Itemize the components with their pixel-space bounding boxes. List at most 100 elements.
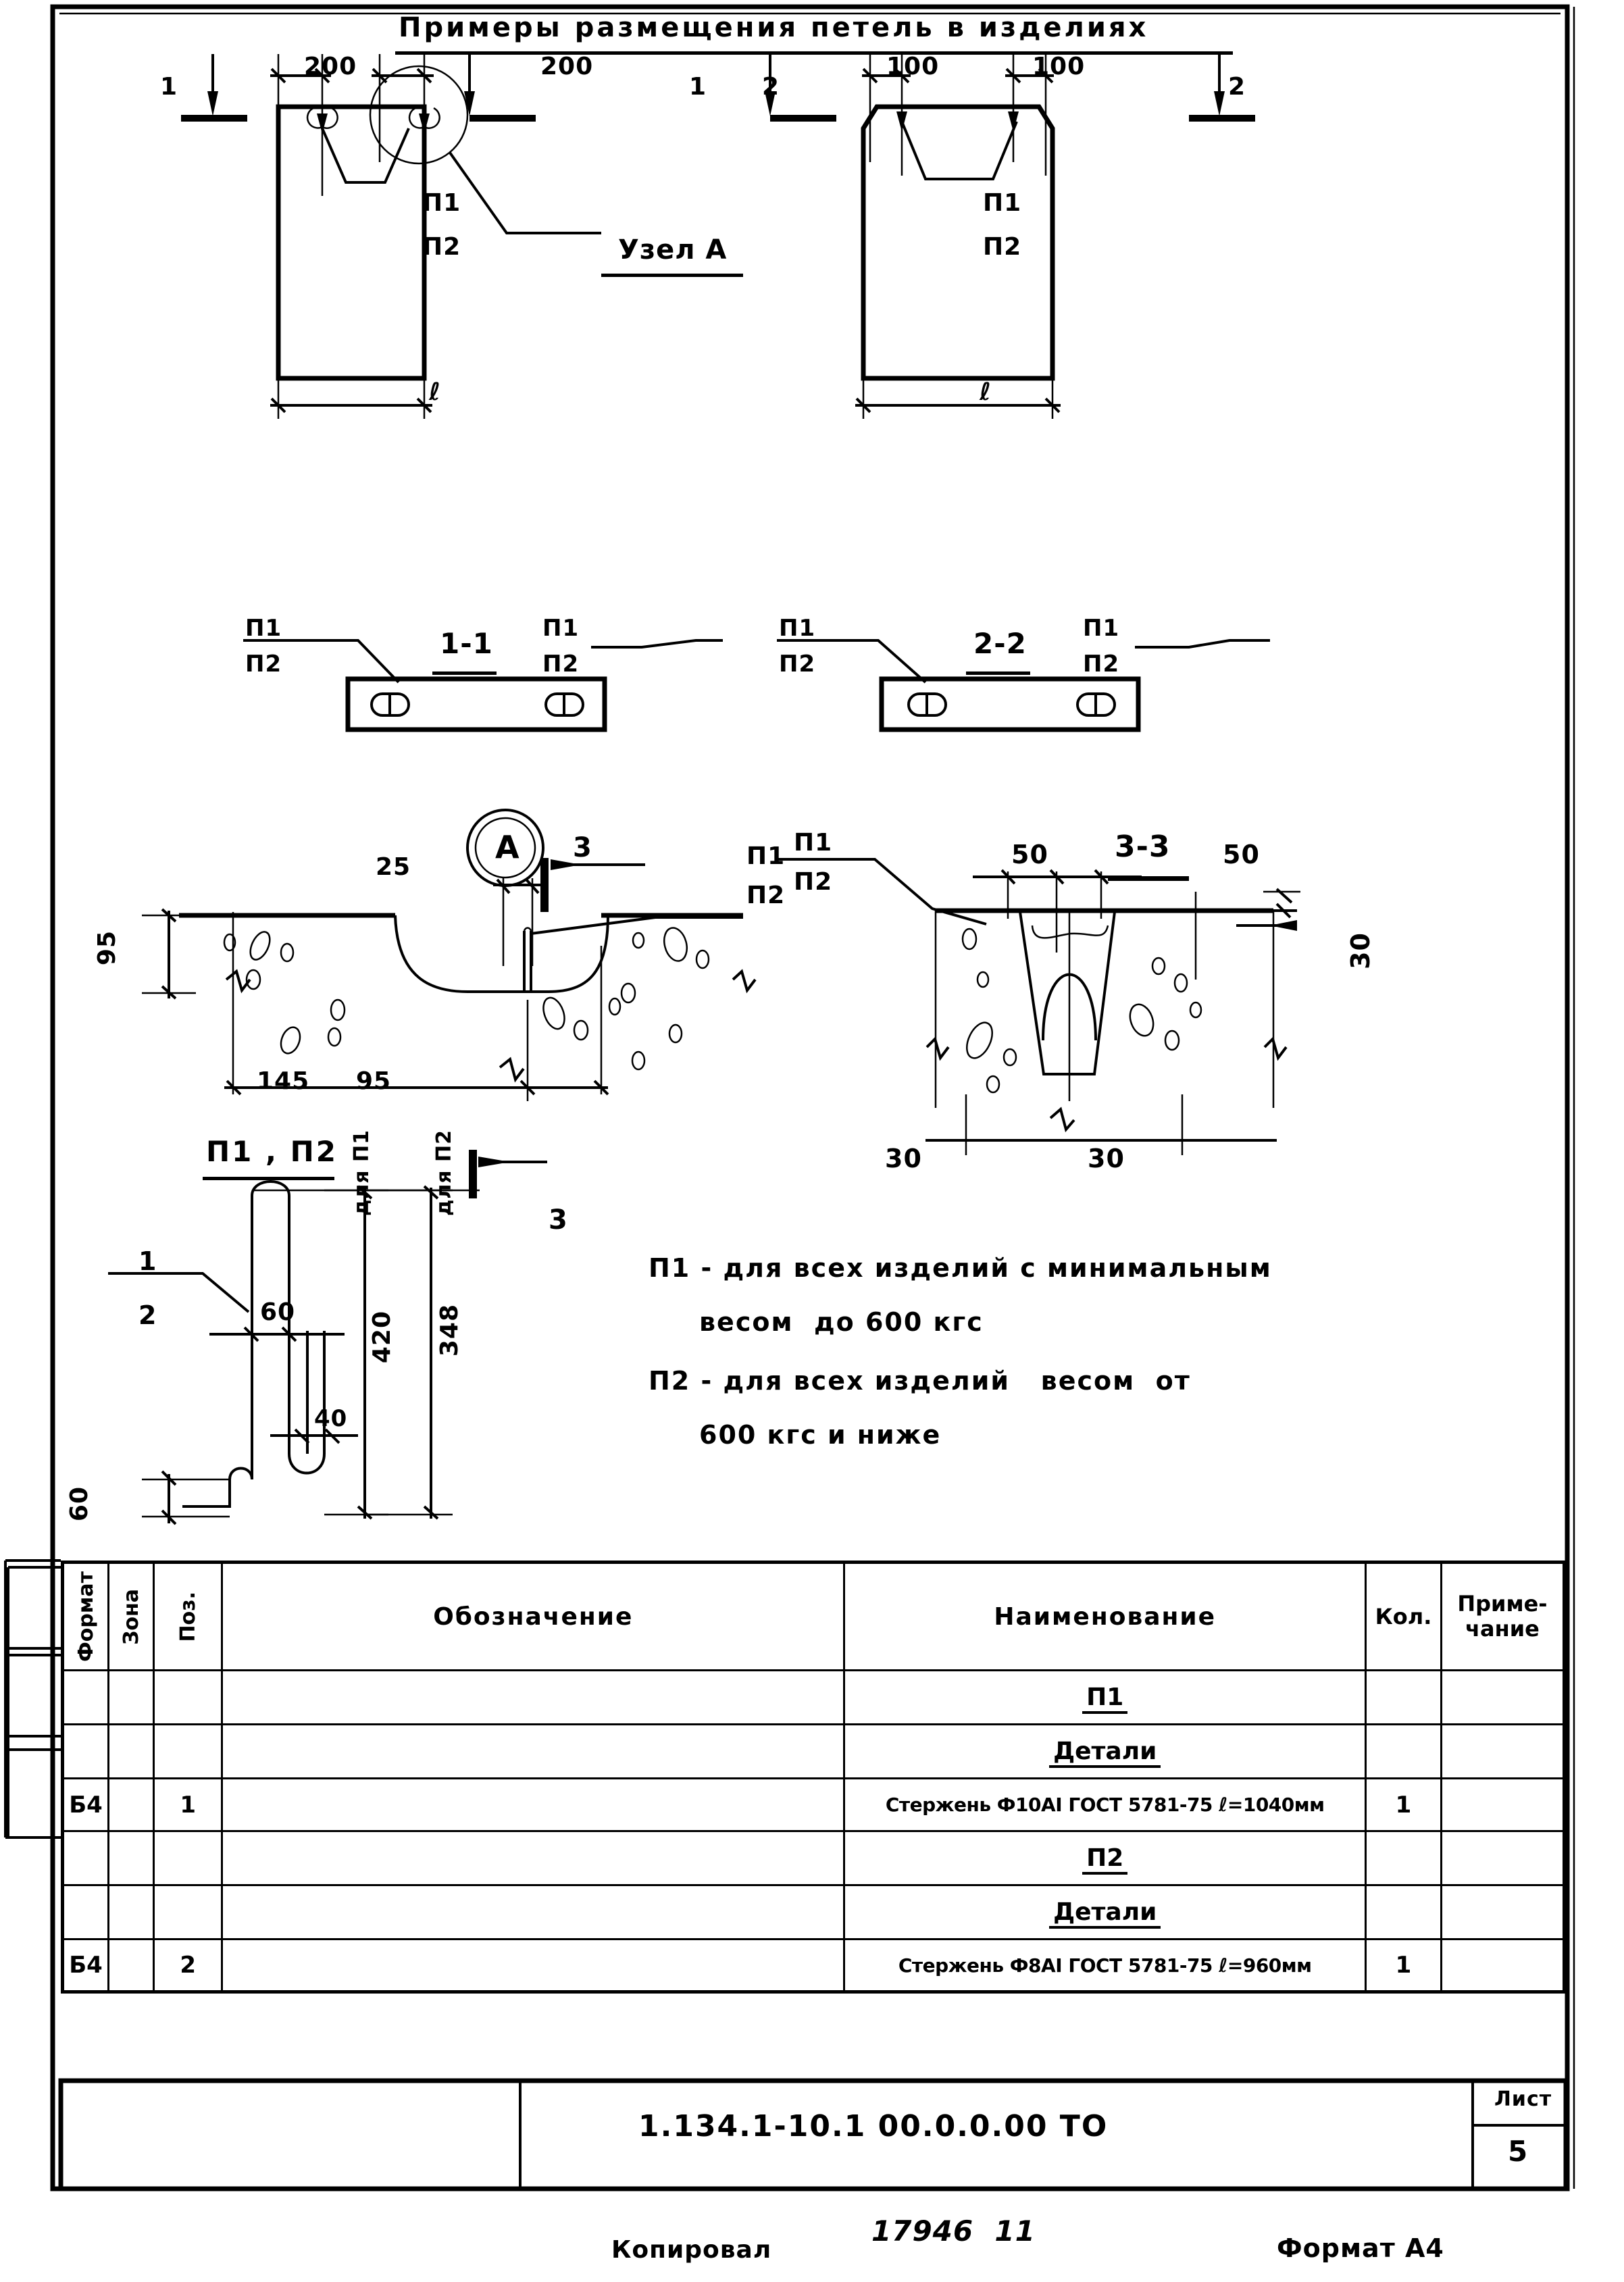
table-row: П2 — [61, 1830, 1566, 1886]
title-block-frame — [58, 2078, 1569, 2191]
section-1-1-right-p2: П2 — [542, 651, 580, 678]
section-1-1-left-p1: П1 — [245, 615, 282, 642]
header-note-label: Приме-чание — [1457, 1591, 1548, 1642]
view-1-elevation — [181, 54, 601, 419]
cell-format: Б4 — [61, 1938, 110, 1993]
header-qty-label: Кол. — [1375, 1604, 1432, 1629]
spec-table-grid: Формат Зона Поз. Обозначение Наименовани… — [61, 1561, 1566, 1994]
cell-pos — [153, 1723, 224, 1779]
cell-pos — [153, 1669, 224, 1725]
cell-name: Детали — [843, 1884, 1367, 1940]
bar-detail-view — [108, 1150, 547, 1525]
cell-pos-text: 2 — [180, 1952, 197, 1979]
header-pos-label: Поз. — [176, 1591, 200, 1642]
cell-note — [1440, 1830, 1566, 1886]
cell-note — [1440, 1884, 1566, 1940]
cell-name: Стержень Ф8AI ГОСТ 5781-75 ℓ=960мм — [843, 1938, 1367, 1993]
node-a-detail-view — [142, 809, 757, 1101]
bar-detail-note-for-p1: для П1 — [350, 1130, 374, 1216]
cell-designation — [221, 1884, 846, 1940]
cell-name-text: Стержень Ф8AI ГОСТ 5781-75 ℓ=960мм — [898, 1954, 1312, 1977]
cell-format — [61, 1884, 110, 1940]
section-1-1-title: 1-1 — [440, 627, 493, 660]
page-title-underline — [395, 51, 1233, 55]
section-2-2-right-p1: П1 — [1083, 615, 1120, 642]
view1-label-p2: П2 — [422, 233, 461, 261]
section-2-2-right-p2: П2 — [1083, 651, 1120, 678]
header-format: Формат — [61, 1561, 110, 1671]
node-a-circle-letter: A — [495, 829, 520, 865]
table-row: Детали — [61, 1723, 1566, 1779]
section-2-2-underline — [966, 671, 1030, 675]
header-designation-label: Обозначение — [433, 1602, 634, 1631]
header-name-label: Наименование — [994, 1602, 1217, 1631]
cell-name: Стержень Ф10AI ГОСТ 5781-75 ℓ=1040мм — [843, 1777, 1367, 1832]
cell-zone — [107, 1777, 155, 1832]
node-a-dim-25: 25 — [376, 853, 411, 881]
view2-label-p1: П1 — [983, 189, 1022, 217]
cell-name-text: П1 — [1082, 1683, 1128, 1714]
bar-detail-section-mark-3: 3 — [549, 1205, 568, 1236]
view2-dim-left-100: 100 — [886, 53, 940, 80]
node-a-dim-95-vertical: 95 — [93, 930, 121, 966]
cell-format-text: Б4 — [69, 1791, 103, 1819]
detail-callout-label: Узел А — [618, 234, 728, 265]
cell-zone — [107, 1938, 155, 1993]
section-1-1-view — [243, 639, 723, 732]
bar-detail-dim-348: 348 — [436, 1304, 463, 1357]
node-a-label-p1: П1 — [746, 842, 786, 870]
cell-zone — [107, 1723, 155, 1779]
section-2-2-view — [777, 639, 1270, 732]
note-line-1: П1 - для всех изделий с минимальным — [649, 1253, 1272, 1283]
header-pos: Поз. — [153, 1561, 224, 1671]
section-3-3-dim-30-right: 30 — [1088, 1144, 1125, 1173]
cell-pos — [153, 1830, 224, 1886]
bar-detail-dim-60-bottom: 60 — [66, 1486, 93, 1522]
section-3-3-title: 3-3 — [1115, 830, 1171, 864]
node-a-section-mark-3: 3 — [573, 832, 592, 863]
cell-note — [1440, 1669, 1566, 1725]
cell-format: Б4 — [61, 1777, 110, 1832]
cell-qty-text: 1 — [1395, 1952, 1412, 1979]
cell-name: Детали — [843, 1723, 1367, 1779]
cell-name-text: П2 — [1082, 1844, 1128, 1875]
cell-pos — [153, 1884, 224, 1940]
cell-qty-text: 1 — [1395, 1791, 1412, 1819]
section-3-3-dim-right-50: 50 — [1223, 840, 1260, 869]
header-zone-label: Зона — [119, 1588, 143, 1645]
bar-detail-dim-60-width: 60 — [260, 1298, 296, 1326]
spec-table: Формат Зона Поз. Обозначение Наименовани… — [61, 1561, 1566, 1994]
title-block-sheet-number: 5 — [1508, 2135, 1529, 2168]
footer-format-label: Формат А4 — [1277, 2233, 1444, 2263]
view2-section-mark-right: 2 — [1228, 73, 1246, 101]
header-qty: Кол. — [1365, 1561, 1442, 1671]
cell-note — [1440, 1777, 1566, 1832]
cell-pos: 1 — [153, 1777, 224, 1832]
cell-zone — [107, 1669, 155, 1725]
cell-designation — [221, 1777, 846, 1832]
cell-designation — [221, 1669, 846, 1725]
bar-detail-dim-420: 420 — [368, 1311, 396, 1364]
cell-qty — [1365, 1723, 1442, 1779]
view2-dim-right-100: 100 — [1032, 53, 1086, 80]
view2-section-mark-left: 2 — [762, 73, 780, 101]
node-a-label-p2: П2 — [746, 882, 786, 909]
section-3-3-view — [777, 858, 1300, 1155]
footer-copied-label: Копировал — [611, 2236, 772, 2264]
section-3-3-label-p2: П2 — [794, 868, 833, 896]
view1-section-mark-left: 1 — [160, 73, 178, 101]
section-3-3-dim-30-vertical: 30 — [1346, 932, 1375, 969]
section-1-1-right-p1: П1 — [542, 615, 580, 642]
section-2-2-title: 2-2 — [973, 627, 1027, 660]
table-row: П1 — [61, 1669, 1566, 1725]
title-block-sheet-label: Лист — [1494, 2087, 1552, 2111]
section-2-2-left-p1: П1 — [779, 615, 816, 642]
cell-designation — [221, 1830, 846, 1886]
cell-qty — [1365, 1830, 1442, 1886]
note-line-2: весом до 600 кгс — [699, 1307, 984, 1337]
cell-name: П1 — [843, 1669, 1367, 1725]
cell-format — [61, 1723, 110, 1779]
cell-note — [1440, 1723, 1566, 1779]
view1-width-label: ℓ — [429, 378, 441, 406]
